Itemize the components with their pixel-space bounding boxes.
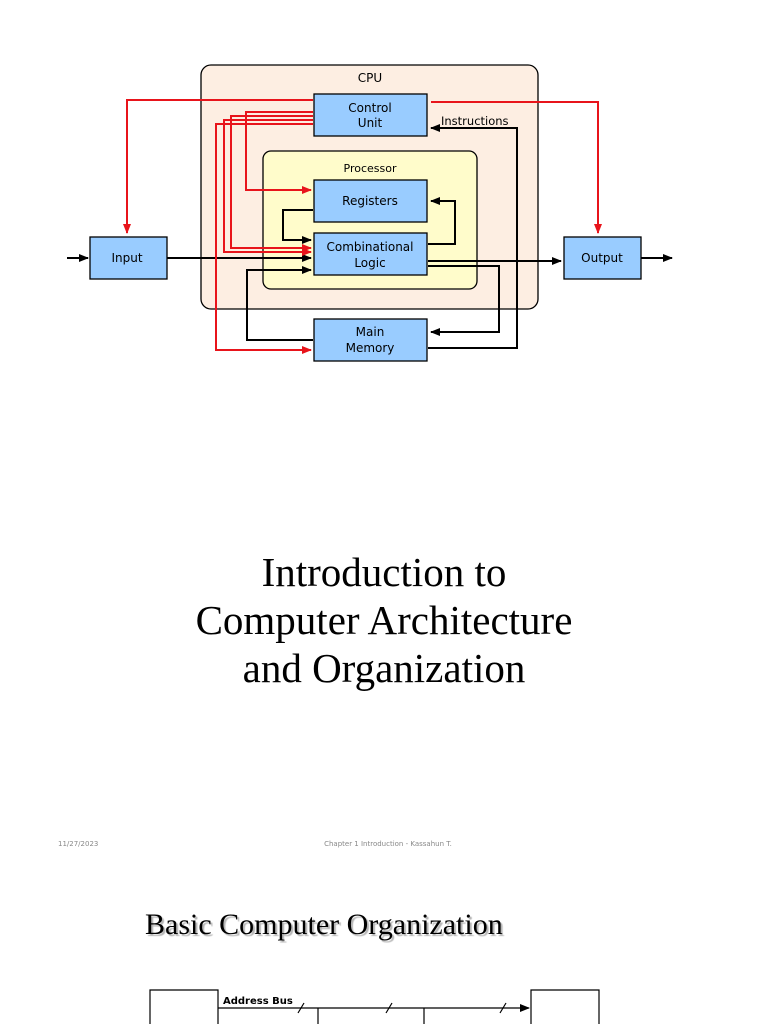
control-line-output bbox=[431, 101, 602, 234]
control-line-logic-1 bbox=[230, 115, 313, 252]
combinational-logic-label-1: Combinational bbox=[327, 240, 414, 254]
combinational-logic-label-2: Logic bbox=[354, 256, 385, 270]
left-component-box bbox=[149, 989, 219, 1024]
address-bus-label: Address Bus bbox=[223, 996, 293, 1007]
output-box bbox=[563, 236, 642, 280]
line-memory-instructions bbox=[428, 124, 518, 349]
control-line-registers bbox=[245, 111, 313, 194]
registers-box bbox=[313, 179, 428, 223]
right-component-box bbox=[530, 989, 600, 1024]
input-box bbox=[89, 236, 168, 280]
slide-title-line-3: and Organization bbox=[242, 645, 526, 691]
footer-date: 11/27/2023 bbox=[58, 840, 99, 848]
main-memory-box bbox=[313, 318, 428, 362]
bus-slash-1 bbox=[297, 1002, 305, 1014]
main-memory-label-1: Main bbox=[356, 325, 385, 339]
bus-slash-3 bbox=[499, 1002, 507, 1014]
bus-diagram: Address Bus bbox=[149, 989, 600, 1024]
processor-label: Processor bbox=[344, 162, 397, 175]
cpu-architecture-diagram: CPU Processor bbox=[67, 64, 673, 362]
control-unit-label-2: Unit bbox=[358, 116, 383, 130]
instructions-label: Instructions bbox=[441, 114, 509, 128]
control-line-memory bbox=[215, 123, 313, 354]
slide-2-title: Basic Computer Organization bbox=[145, 908, 503, 941]
control-unit-label-1: Control bbox=[348, 101, 391, 115]
line-registers-to-logic bbox=[282, 209, 313, 244]
control-unit-box bbox=[313, 93, 428, 137]
line-memory-to-logic bbox=[246, 266, 313, 341]
registers-label: Registers bbox=[342, 194, 398, 208]
footer-chapter: Chapter 1 Introduction - Kassahun T. bbox=[324, 840, 452, 848]
line-logic-to-memory bbox=[428, 265, 500, 336]
output-label: Output bbox=[581, 251, 623, 265]
line-logic-to-registers bbox=[428, 197, 456, 245]
slide-title-line-1: Introduction to bbox=[261, 549, 507, 595]
bus-slash-2 bbox=[385, 1002, 393, 1014]
slide-2: Basic Computer Organization Address Bus bbox=[0, 880, 768, 1024]
control-line-logic-2 bbox=[223, 119, 313, 256]
slide-title: Introduction to Computer Architecture an… bbox=[84, 548, 684, 692]
cpu-label: CPU bbox=[358, 71, 382, 85]
slide-title-line-2: Computer Architecture bbox=[195, 597, 573, 643]
main-memory-label-2: Memory bbox=[346, 341, 395, 355]
slide-1: CPU Processor bbox=[58, 64, 684, 848]
input-label: Input bbox=[111, 251, 142, 265]
combinational-logic-box bbox=[313, 232, 428, 276]
control-line-input bbox=[123, 99, 313, 234]
